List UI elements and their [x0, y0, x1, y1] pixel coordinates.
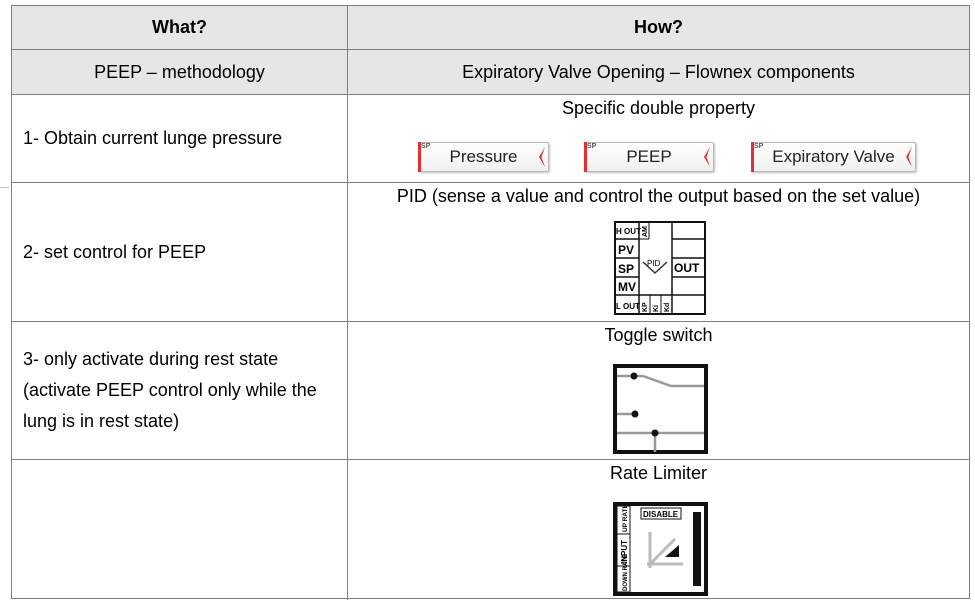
pid-out-label: OUT: [674, 261, 700, 275]
table-row: 2- set control for PEEP PID (sense a val…: [12, 183, 969, 322]
methodology-table: What? How? PEEP – methodology Expiratory…: [11, 5, 970, 600]
component-title: Toggle switch: [604, 325, 713, 345]
property-tag-peep: SP PEEP: [584, 142, 714, 172]
pid-kp-label: KP: [642, 302, 649, 312]
pid-icon: H OUT AM PV SP PID OUT MV L OUT KP Ki Kd: [614, 221, 706, 315]
toggle-switch-icon: [613, 364, 708, 454]
pid-lout-label: L OUT: [616, 302, 640, 311]
pid-am-label: AM: [642, 226, 649, 237]
pid-hout-label: H OUT: [616, 227, 641, 236]
component-title: PID (sense a value and control the outpu…: [396, 186, 921, 206]
step-text: 1- Obtain current lunge pressure: [12, 95, 348, 182]
header-what: What?: [12, 6, 348, 49]
table-row: Rate Limiter DISABLE UP RATE INPUT DOWN …: [12, 460, 969, 600]
component-cell: Rate Limiter DISABLE UP RATE INPUT DOWN …: [348, 460, 969, 600]
table-row: 3- only activate during rest state (acti…: [12, 322, 969, 460]
tag-label: Expiratory Valve: [772, 147, 895, 166]
pid-center-label: PID: [647, 259, 661, 268]
step-text: 2- set control for PEEP: [12, 183, 348, 321]
property-tag-expiratory-valve: SP Expiratory Valve: [751, 142, 916, 172]
limiter-down-rate-label: DOWN RATE: [623, 554, 629, 591]
subheader-right: Expiratory Valve Opening – Flownex compo…: [462, 61, 855, 82]
limiter-up-rate-label: UP RATE: [622, 503, 629, 532]
edge-mark: [0, 187, 9, 188]
table-row: 1- Obtain current lunge pressure Specifi…: [12, 95, 969, 183]
property-tag-pressure: SP Pressure: [418, 142, 549, 172]
pid-kd-label: Kd: [664, 303, 671, 312]
component-cell: Toggle switch: [348, 322, 969, 459]
tag-label: PEEP: [626, 147, 672, 166]
component-title: Rate Limiter: [609, 463, 708, 483]
pid-ki-label: Ki: [653, 305, 660, 312]
step-text: 3- only activate during rest state (acti…: [12, 322, 348, 459]
component-cell: Specific double property SP Pressure SP …: [348, 95, 969, 182]
limiter-input-label: INPUT: [620, 540, 629, 564]
component-title: Specific double property: [561, 98, 756, 118]
table-header-row: What? How?: [12, 6, 969, 50]
pid-pv-label: PV: [618, 243, 634, 257]
header-how: How?: [634, 17, 683, 37]
pid-mv-label: MV: [618, 280, 636, 294]
limiter-disable-label: DISABLE: [643, 510, 679, 519]
step-text: [12, 460, 348, 600]
pid-sp-label: SP: [618, 262, 634, 276]
component-cell: PID (sense a value and control the outpu…: [348, 183, 969, 321]
rate-limiter-icon: DISABLE UP RATE INPUT DOWN RATE: [613, 502, 708, 596]
subheader-left: PEEP – methodology: [12, 50, 348, 94]
tag-label: Pressure: [449, 147, 518, 166]
table-subheader-row: PEEP – methodology Expiratory Valve Open…: [12, 50, 969, 95]
